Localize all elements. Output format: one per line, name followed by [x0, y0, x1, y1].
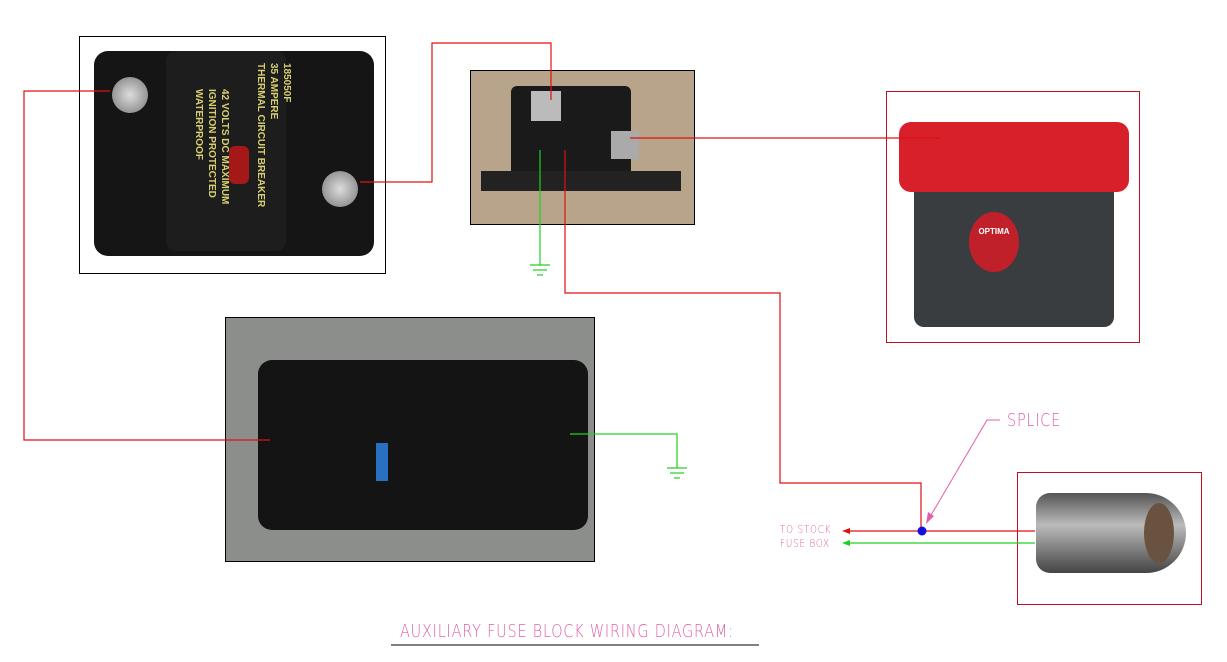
wire-breaker-to-fuse-block [23, 90, 270, 441]
battery-frame: OPTIMA [886, 91, 1140, 343]
arrow-ground-icon [842, 540, 850, 546]
splice-arrowhead-icon [926, 512, 934, 524]
arrow-positive-icon [842, 528, 850, 534]
ground-symbol-icon [667, 467, 687, 479]
wire-fuse-block-ground [570, 433, 678, 468]
to-stock-label: TO STOCK [780, 523, 832, 536]
circuit-breaker-photo: 42 VOLTS DC MAXIMUM IGNITION PROTECTED W… [94, 51, 374, 256]
diagram-title: AUXILIARY FUSE BLOCK WIRING DIAGRAM: [400, 621, 734, 642]
wire-breaker-to-switch [360, 42, 552, 183]
breaker-print: 42 VOLTS DC MAXIMUM [219, 89, 230, 205]
splice-leader [926, 419, 1000, 523]
circuit-breaker-frame: 42 VOLTS DC MAXIMUM IGNITION PROTECTED W… [79, 36, 386, 274]
battery-switch-photo [470, 70, 695, 225]
splice-label: SPLICE [1007, 410, 1062, 431]
breaker-print: IGNITION PROTECTED [206, 89, 217, 198]
fuse-box-label: FUSE BOX [780, 537, 830, 550]
splice-point [917, 526, 927, 536]
terminal-left-icon [112, 77, 148, 113]
ground-symbol-icon [530, 264, 550, 276]
battery-photo: OPTIMA [899, 117, 1129, 327]
breaker-print: 35 AMPERE [268, 63, 279, 120]
breaker-print: WATERPROOF [193, 89, 204, 160]
power-socket-photo [1036, 493, 1186, 573]
battery-logo: OPTIMA [969, 212, 1019, 272]
breaker-print: THERMAL CIRCUIT BREAKER [255, 63, 266, 208]
terminal-right-icon [322, 171, 358, 207]
wire-switch-to-splice [564, 150, 922, 531]
breaker-print: 185050F [281, 63, 292, 103]
power-socket-frame [1017, 472, 1202, 605]
fuse-block-photo [225, 317, 595, 562]
